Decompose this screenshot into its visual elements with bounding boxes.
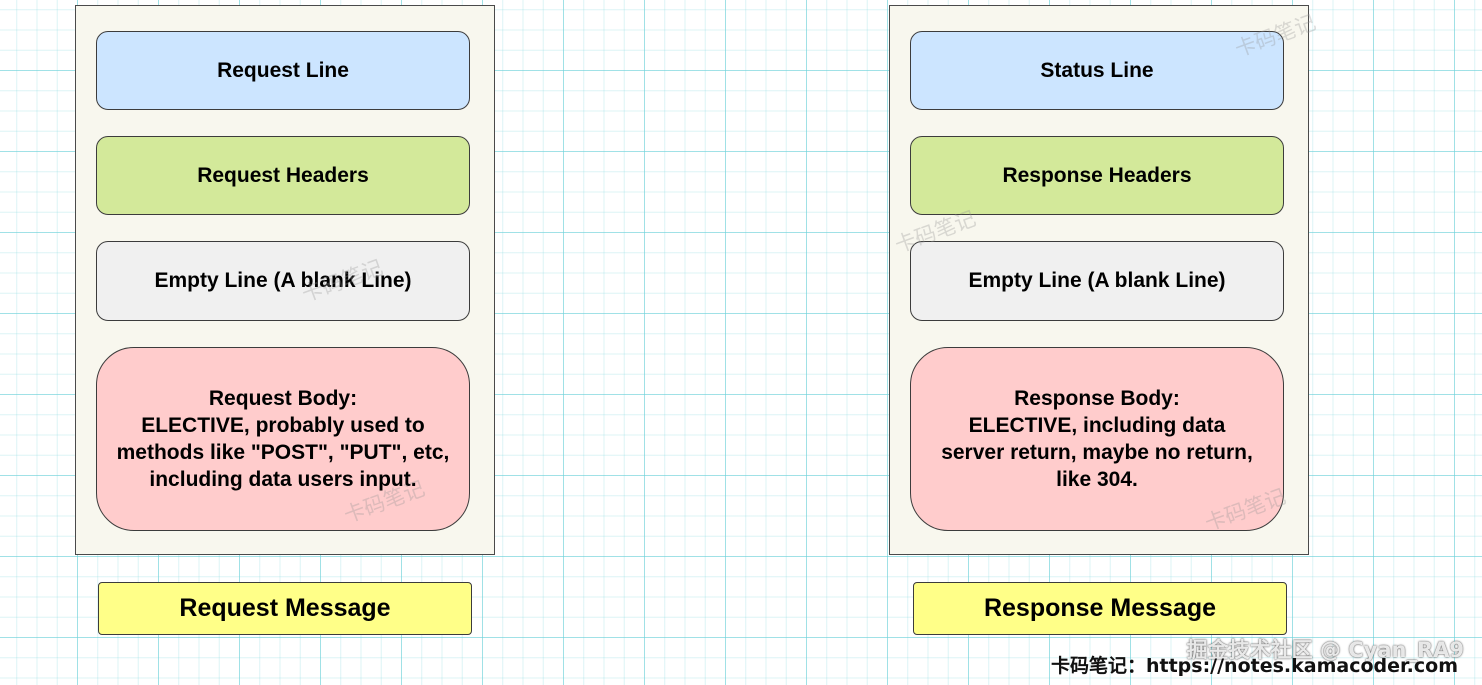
request-line-label: Request Line [217, 58, 349, 82]
site-credit: 卡码笔记：https://notes.kamacoder.com [1050, 655, 1458, 677]
request-empty-line-label: Empty Line (A blank Line) [154, 269, 412, 292]
request-line-box: Request Line [96, 31, 470, 110]
request-body-text: ELECTIVE, probably used to methods like … [116, 414, 450, 491]
request-headers-box: Request Headers [96, 136, 470, 215]
request-message-caption: Request Message [98, 582, 472, 635]
response-headers-label: Response Headers [1002, 163, 1192, 187]
response-body-title: Response Body: [1014, 387, 1180, 410]
request-body-title: Request Body: [208, 387, 358, 410]
response-empty-line-box: Empty Line (A blank Line) [910, 241, 1284, 321]
response-message-label: Response Message [983, 594, 1217, 622]
juejin-credit: 掘金技术社区 @ Cyan_RA9 [1186, 638, 1464, 662]
request-message-panel: Request Line Request Headers Empty Line … [75, 5, 495, 555]
request-body-box: Request Body: ELECTIVE, probably used to… [96, 347, 470, 531]
request-message-label: Request Message [179, 594, 391, 622]
response-empty-line-label: Empty Line (A blank Line) [968, 269, 1226, 292]
request-empty-line-box: Empty Line (A blank Line) [96, 241, 470, 321]
status-line-label: Status Line [1040, 58, 1154, 82]
status-line-box: Status Line [910, 31, 1284, 110]
response-body-box: Response Body: ELECTIVE, including data … [910, 347, 1284, 531]
request-headers-label: Request Headers [197, 163, 369, 187]
response-body-text: ELECTIVE, including data server return, … [941, 414, 1253, 491]
response-message-caption: Response Message [913, 582, 1287, 635]
response-message-panel: Status Line Response Headers Empty Line … [889, 5, 1309, 555]
response-headers-box: Response Headers [910, 136, 1284, 215]
